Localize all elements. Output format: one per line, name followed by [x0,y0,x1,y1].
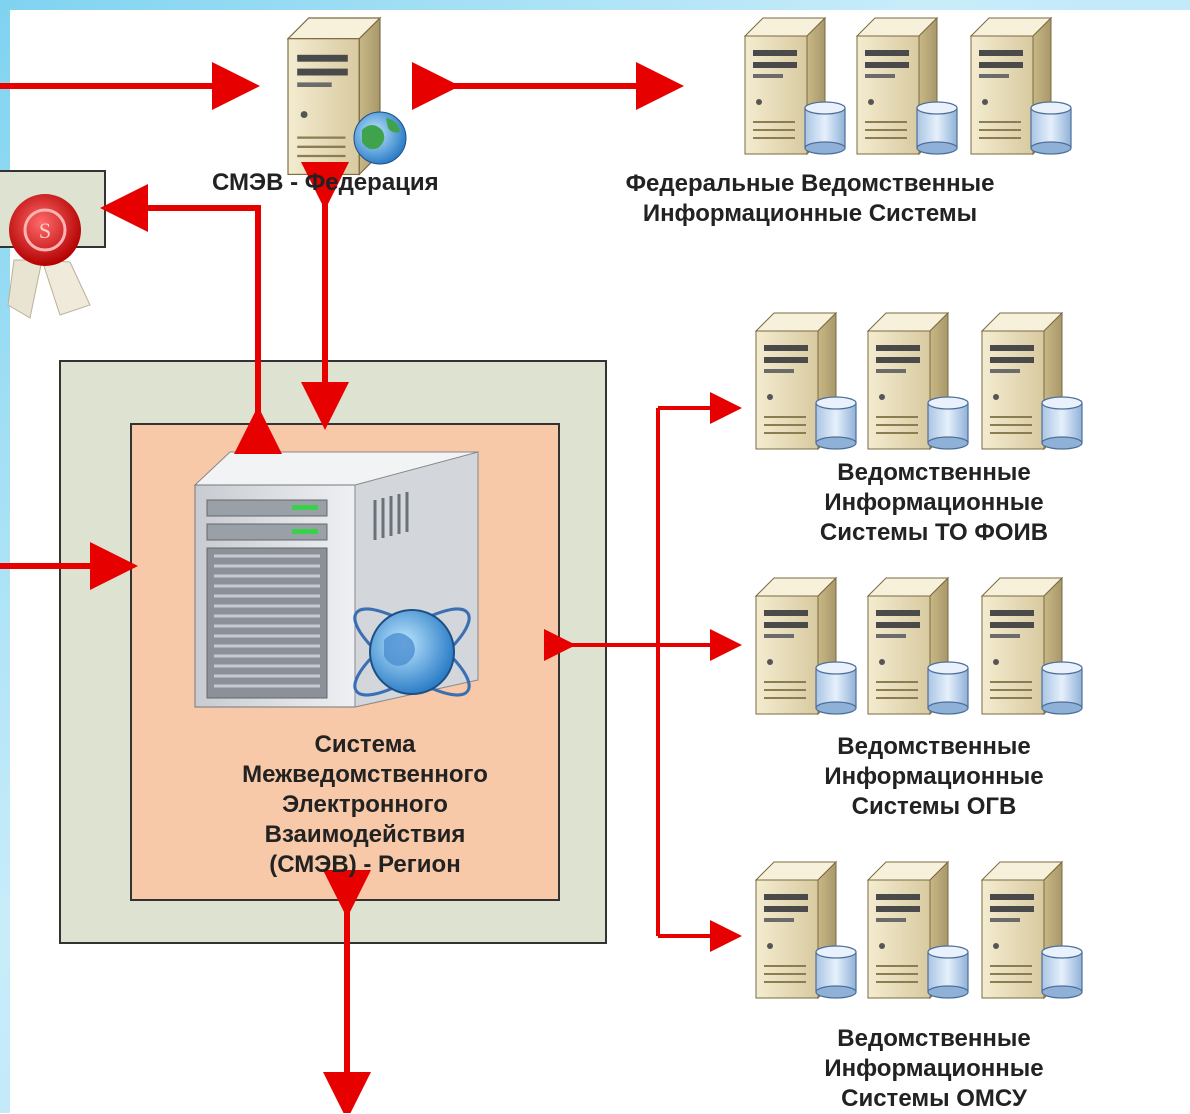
connection-arrows [0,62,684,1113]
omsu-label-line3: Системы ОМСУ [841,1085,1027,1112]
smev-region-label-line5: (СМЭВ) - Регион [269,851,461,878]
to-foiv-label: Ведомственные Информационные Системы ТО … [764,458,1104,548]
to-foiv-label-line3: Системы ТО ФОИВ [819,519,1049,546]
globe-icon [353,111,407,165]
federal-is-label-line2: Информационные Системы [642,200,978,227]
omsu-cluster-icon [756,862,1082,998]
to-foiv-cluster-icon [756,313,1082,449]
smev-region-label-line1: Система [314,731,416,758]
smev-region-label-line4: Взаимодействия [264,821,466,848]
ogv-label-line3: Системы ОГВ [851,793,1017,820]
smev-region-label-line3: Электронного [282,791,448,818]
globe-icon [353,607,471,697]
federal-is-cluster-icon [745,18,1071,154]
smev-federation-label: СМЭВ - Федерация [212,169,439,196]
smev-region-server-icon [193,451,480,708]
arrow-seal-region [100,184,282,454]
omsu-label-line2: Информационные [824,1055,1044,1082]
branch-arrows [544,392,742,952]
ogv-label-line1: Ведомственные [837,733,1031,760]
svg-text:S: S [39,218,51,243]
to-foiv-label-line2: Информационные [824,489,1044,516]
smev-region-label-line2: Межведомственного [242,761,488,788]
to-foiv-label-line1: Ведомственные [837,459,1031,486]
omsu-label-line1: Ведомственные [837,1025,1031,1052]
smev-federation-server-icon [286,16,407,176]
ogv-label-line2: Информационные [824,763,1044,790]
ogv-cluster-icon [756,578,1082,714]
federal-is-label-line1: Федеральные Ведомственные [625,170,995,197]
omsu-label: Ведомственные Информационные Системы ОМС… [764,1024,1104,1114]
smev-region-label: Система Межведомственного Электронного В… [190,730,540,880]
federal-is-label: Федеральные Ведомственные Информационные… [560,169,1060,229]
ogv-label: Ведомственные Информационные Системы ОГВ [764,732,1104,822]
seal-icon: S [7,194,91,319]
